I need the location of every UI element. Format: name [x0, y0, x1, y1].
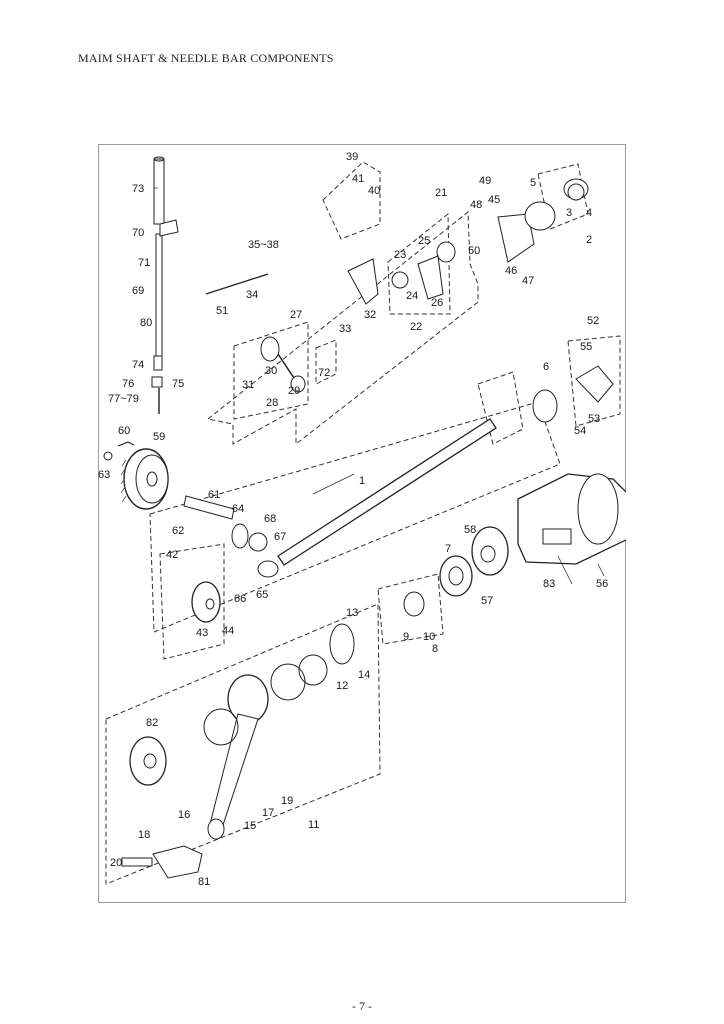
label-10: 10 [423, 631, 435, 643]
label-61: 61 [208, 489, 220, 501]
label-9: 9 [403, 631, 409, 643]
label-51: 51 [216, 305, 228, 317]
label-31: 31 [242, 379, 254, 391]
label-53: 53 [588, 413, 600, 425]
label-39: 39 [346, 151, 358, 163]
label-54: 54 [574, 425, 586, 437]
label-11: 11 [308, 819, 319, 831]
label-43: 43 [196, 627, 208, 639]
group-outline-72 [315, 339, 337, 385]
label-72: 72 [318, 367, 330, 379]
label-22: 22 [410, 321, 422, 333]
exploded-parts-diagram: 1 2 3 4 5 6 7 8 9 10 11 12 13 14 15 16 1… [98, 151, 626, 888]
label-3: 3 [566, 207, 572, 219]
needle-bar-upper [153, 158, 165, 225]
label-18: 18 [138, 829, 150, 841]
label-24: 24 [406, 290, 418, 302]
label-41: 41 [352, 173, 364, 185]
label-40: 40 [368, 185, 380, 197]
page-number: - 7 - [352, 999, 372, 1013]
label-59: 59 [153, 431, 165, 443]
group-outline-27 [233, 321, 309, 420]
label-77-79: 77~79 [108, 393, 139, 405]
label-75: 75 [172, 378, 184, 390]
label-5: 5 [530, 177, 536, 189]
label-60: 60 [118, 425, 130, 437]
needle-bar-lower [155, 233, 163, 365]
label-82: 82 [146, 717, 158, 729]
label-55: 55 [580, 341, 592, 353]
group-outline-11 [105, 603, 381, 885]
label-21: 21 [435, 187, 447, 199]
label-6: 6 [543, 361, 549, 373]
label-73: 73 [132, 183, 144, 195]
label-8: 8 [432, 643, 438, 655]
group-outline-2-mid [477, 371, 524, 445]
crank-rod [209, 713, 259, 829]
label-71: 71 [138, 257, 150, 269]
label-33: 33 [339, 323, 351, 335]
label-34: 34 [246, 289, 258, 301]
label-65: 65 [256, 589, 268, 601]
label-30: 30 [265, 365, 277, 377]
label-2: 2 [586, 234, 592, 246]
label-52: 52 [587, 315, 599, 327]
label-4: 4 [586, 207, 592, 219]
label-47: 47 [522, 275, 534, 287]
label-62: 62 [172, 525, 184, 537]
label-27: 27 [290, 309, 302, 321]
label-83: 83 [543, 578, 555, 590]
label-17: 17 [262, 807, 274, 819]
label-46: 46 [505, 265, 517, 277]
group-outline-2-top [537, 163, 589, 230]
label-7: 7 [445, 543, 451, 555]
label-14: 14 [358, 669, 370, 681]
label-13: 13 [346, 607, 358, 619]
label-32: 32 [364, 309, 376, 321]
label-20: 20 [110, 857, 122, 869]
label-67: 67 [274, 531, 286, 543]
label-64: 64 [232, 503, 244, 515]
group-outline-39 [322, 161, 381, 240]
group-outline-8 [377, 573, 444, 645]
label-69: 69 [132, 285, 144, 297]
label-48: 48 [470, 199, 482, 211]
label-35-38: 35~38 [248, 239, 279, 251]
label-66: 66 [234, 593, 246, 605]
label-68: 68 [264, 513, 276, 525]
group-outline-52 [567, 335, 621, 427]
label-50: 50 [468, 245, 480, 257]
label-16: 16 [178, 809, 190, 821]
page-title: MAIM SHAFT & NEEDLE BAR COMPONENTS [78, 51, 334, 65]
label-19: 19 [281, 795, 293, 807]
group-outline-main-shaft [149, 401, 561, 633]
label-26: 26 [431, 297, 443, 309]
label-23: 23 [394, 249, 406, 261]
label-63: 63 [98, 469, 110, 481]
label-45: 45 [488, 194, 500, 206]
label-58: 58 [464, 524, 476, 536]
label-76: 76 [122, 378, 134, 390]
label-15: 15 [244, 820, 256, 832]
label-12: 12 [336, 680, 348, 692]
group-outline-upper [206, 210, 479, 446]
label-57: 57 [481, 595, 493, 607]
group-outline-21-22 [387, 212, 451, 315]
group-outline-42 [159, 543, 225, 660]
label-25: 25 [418, 235, 430, 247]
label-29: 29 [288, 385, 300, 397]
label-74: 74 [132, 359, 144, 371]
label-28: 28 [266, 397, 278, 409]
label-1: 1 [359, 475, 365, 487]
label-81: 81 [198, 876, 210, 888]
label-44: 44 [222, 625, 234, 637]
label-56: 56 [596, 578, 608, 590]
label-70: 70 [132, 227, 144, 239]
label-49: 49 [479, 175, 491, 187]
main-shaft [277, 418, 497, 566]
label-80: 80 [140, 317, 152, 329]
label-42: 42 [166, 549, 178, 561]
